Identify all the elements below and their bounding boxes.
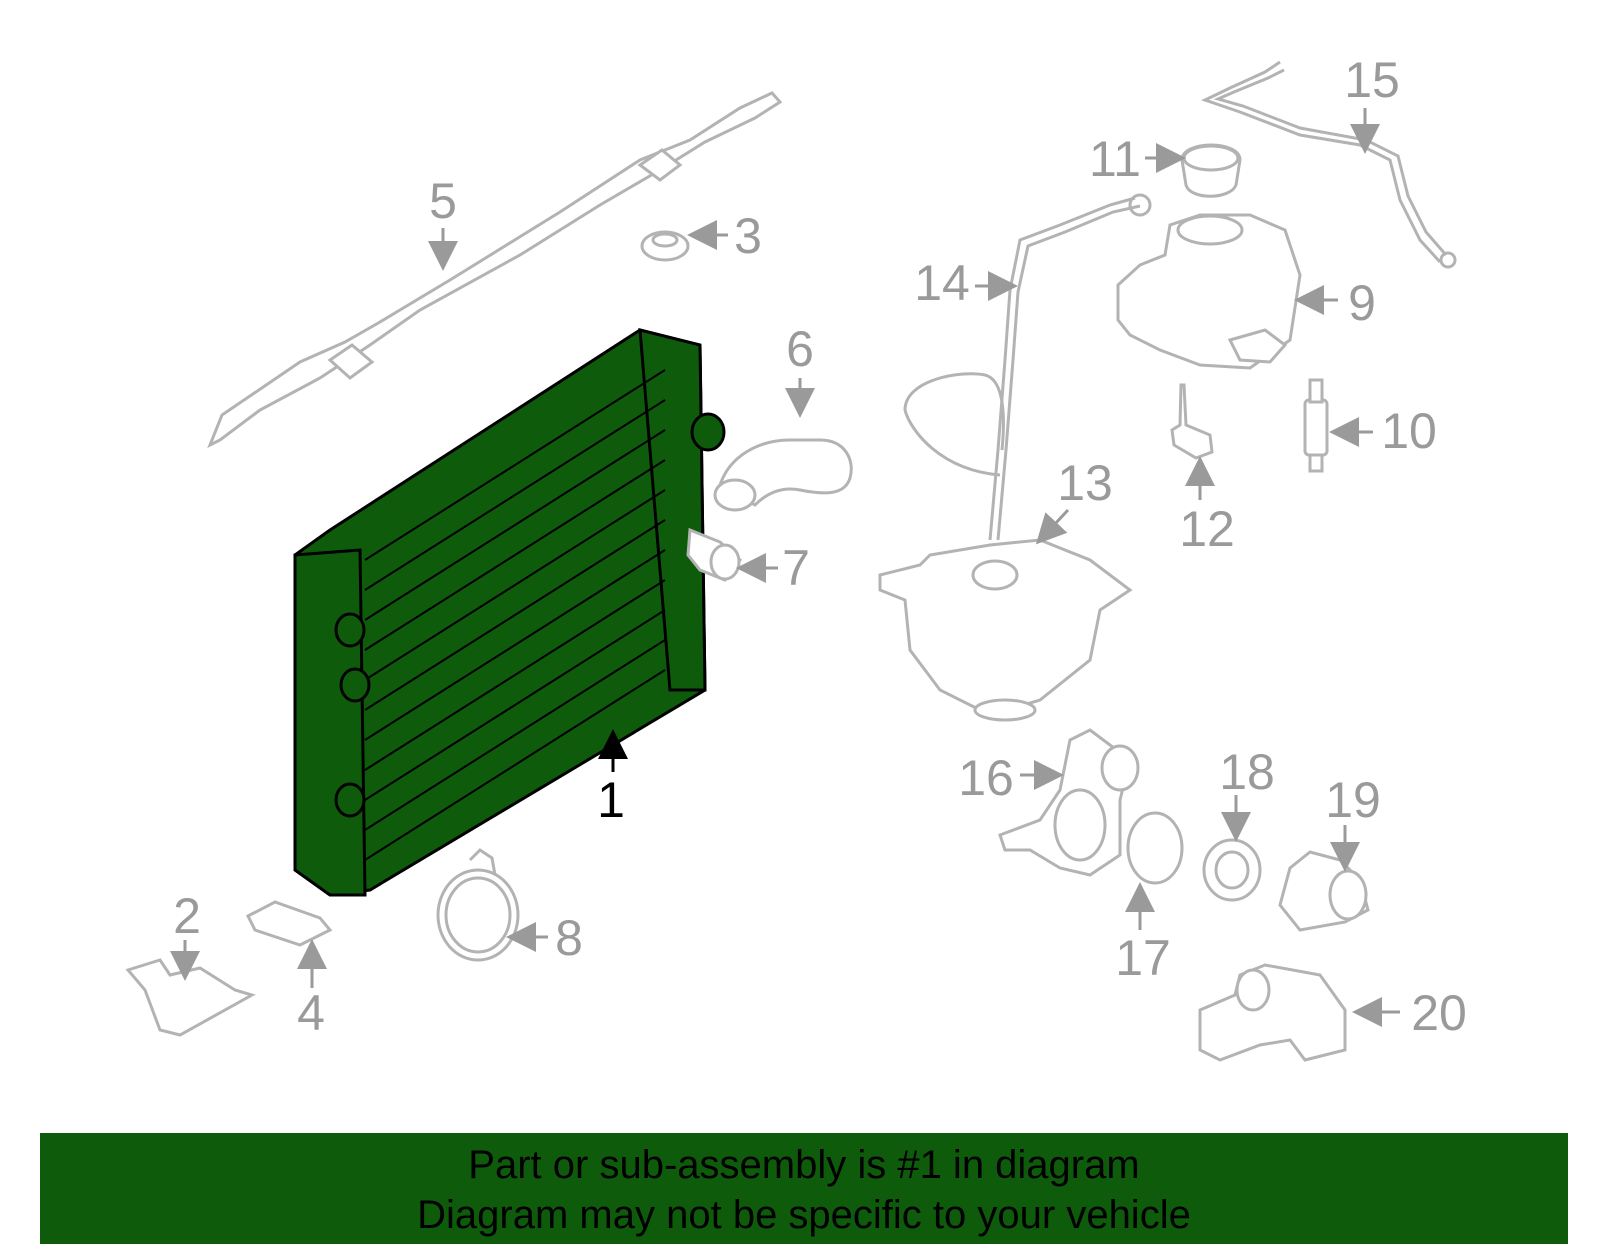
callout-5: 5: [429, 173, 457, 229]
grommet-part: [640, 230, 690, 262]
callout-20: 20: [1411, 985, 1467, 1041]
banner-line-1: Part or sub-assembly is #1 in diagram: [468, 1143, 1140, 1187]
water-outlet-part: [1278, 850, 1370, 932]
upper-bracket-part: [207, 91, 783, 449]
sensor-part: [1170, 383, 1214, 460]
callout-1: 1: [597, 772, 625, 828]
callout-18: 18: [1219, 744, 1275, 800]
reservoir-part: [1116, 213, 1302, 370]
o-ring-part: [1126, 811, 1184, 885]
airbox-part: [878, 538, 1133, 722]
callout-12: 12: [1179, 501, 1235, 557]
callout-15: 15: [1344, 52, 1400, 108]
vent-hose-part: [1201, 60, 1457, 269]
lower-bracket-part: [125, 958, 256, 1037]
thermostat-housing-part: [998, 728, 1140, 877]
callout-13: 13: [1057, 455, 1113, 511]
leader-lines: [170, 108, 1400, 1027]
callout-11: 11: [1089, 131, 1141, 187]
lower-hose-part: [686, 527, 743, 582]
insulator-part: [245, 900, 333, 947]
outlet-pipe-part: [1198, 963, 1347, 1062]
callout-19: 19: [1325, 772, 1381, 828]
callout-3: 3: [734, 208, 762, 264]
upper-hose-part: [713, 438, 853, 512]
callout-14: 14: [914, 255, 970, 311]
callout-7: 7: [782, 540, 810, 596]
callout-9: 9: [1348, 275, 1376, 331]
radiator-part: [293, 328, 726, 897]
switch-part: [1303, 378, 1329, 473]
banner-line-2: Diagram may not be specific to your vehi…: [417, 1193, 1191, 1237]
callout-8: 8: [555, 910, 583, 966]
callout-6: 6: [786, 321, 814, 377]
info-banner: Part or sub-assembly is #1 in diagram Di…: [40, 1133, 1568, 1244]
coolant-hose-part: [903, 193, 1152, 541]
callout-17: 17: [1115, 930, 1171, 986]
cap-part: [1180, 143, 1242, 198]
callout-2: 2: [173, 888, 201, 944]
callout-4: 4: [297, 985, 325, 1041]
parts-diagram: 5 3 6 7 2 4 8 9 10 11 12 13 14 15 16 17 …: [125, 52, 1467, 1062]
callout-10: 10: [1381, 403, 1437, 459]
thermostat-part: [1202, 838, 1262, 902]
clamp-part: [436, 848, 520, 962]
callout-16: 16: [958, 750, 1014, 806]
